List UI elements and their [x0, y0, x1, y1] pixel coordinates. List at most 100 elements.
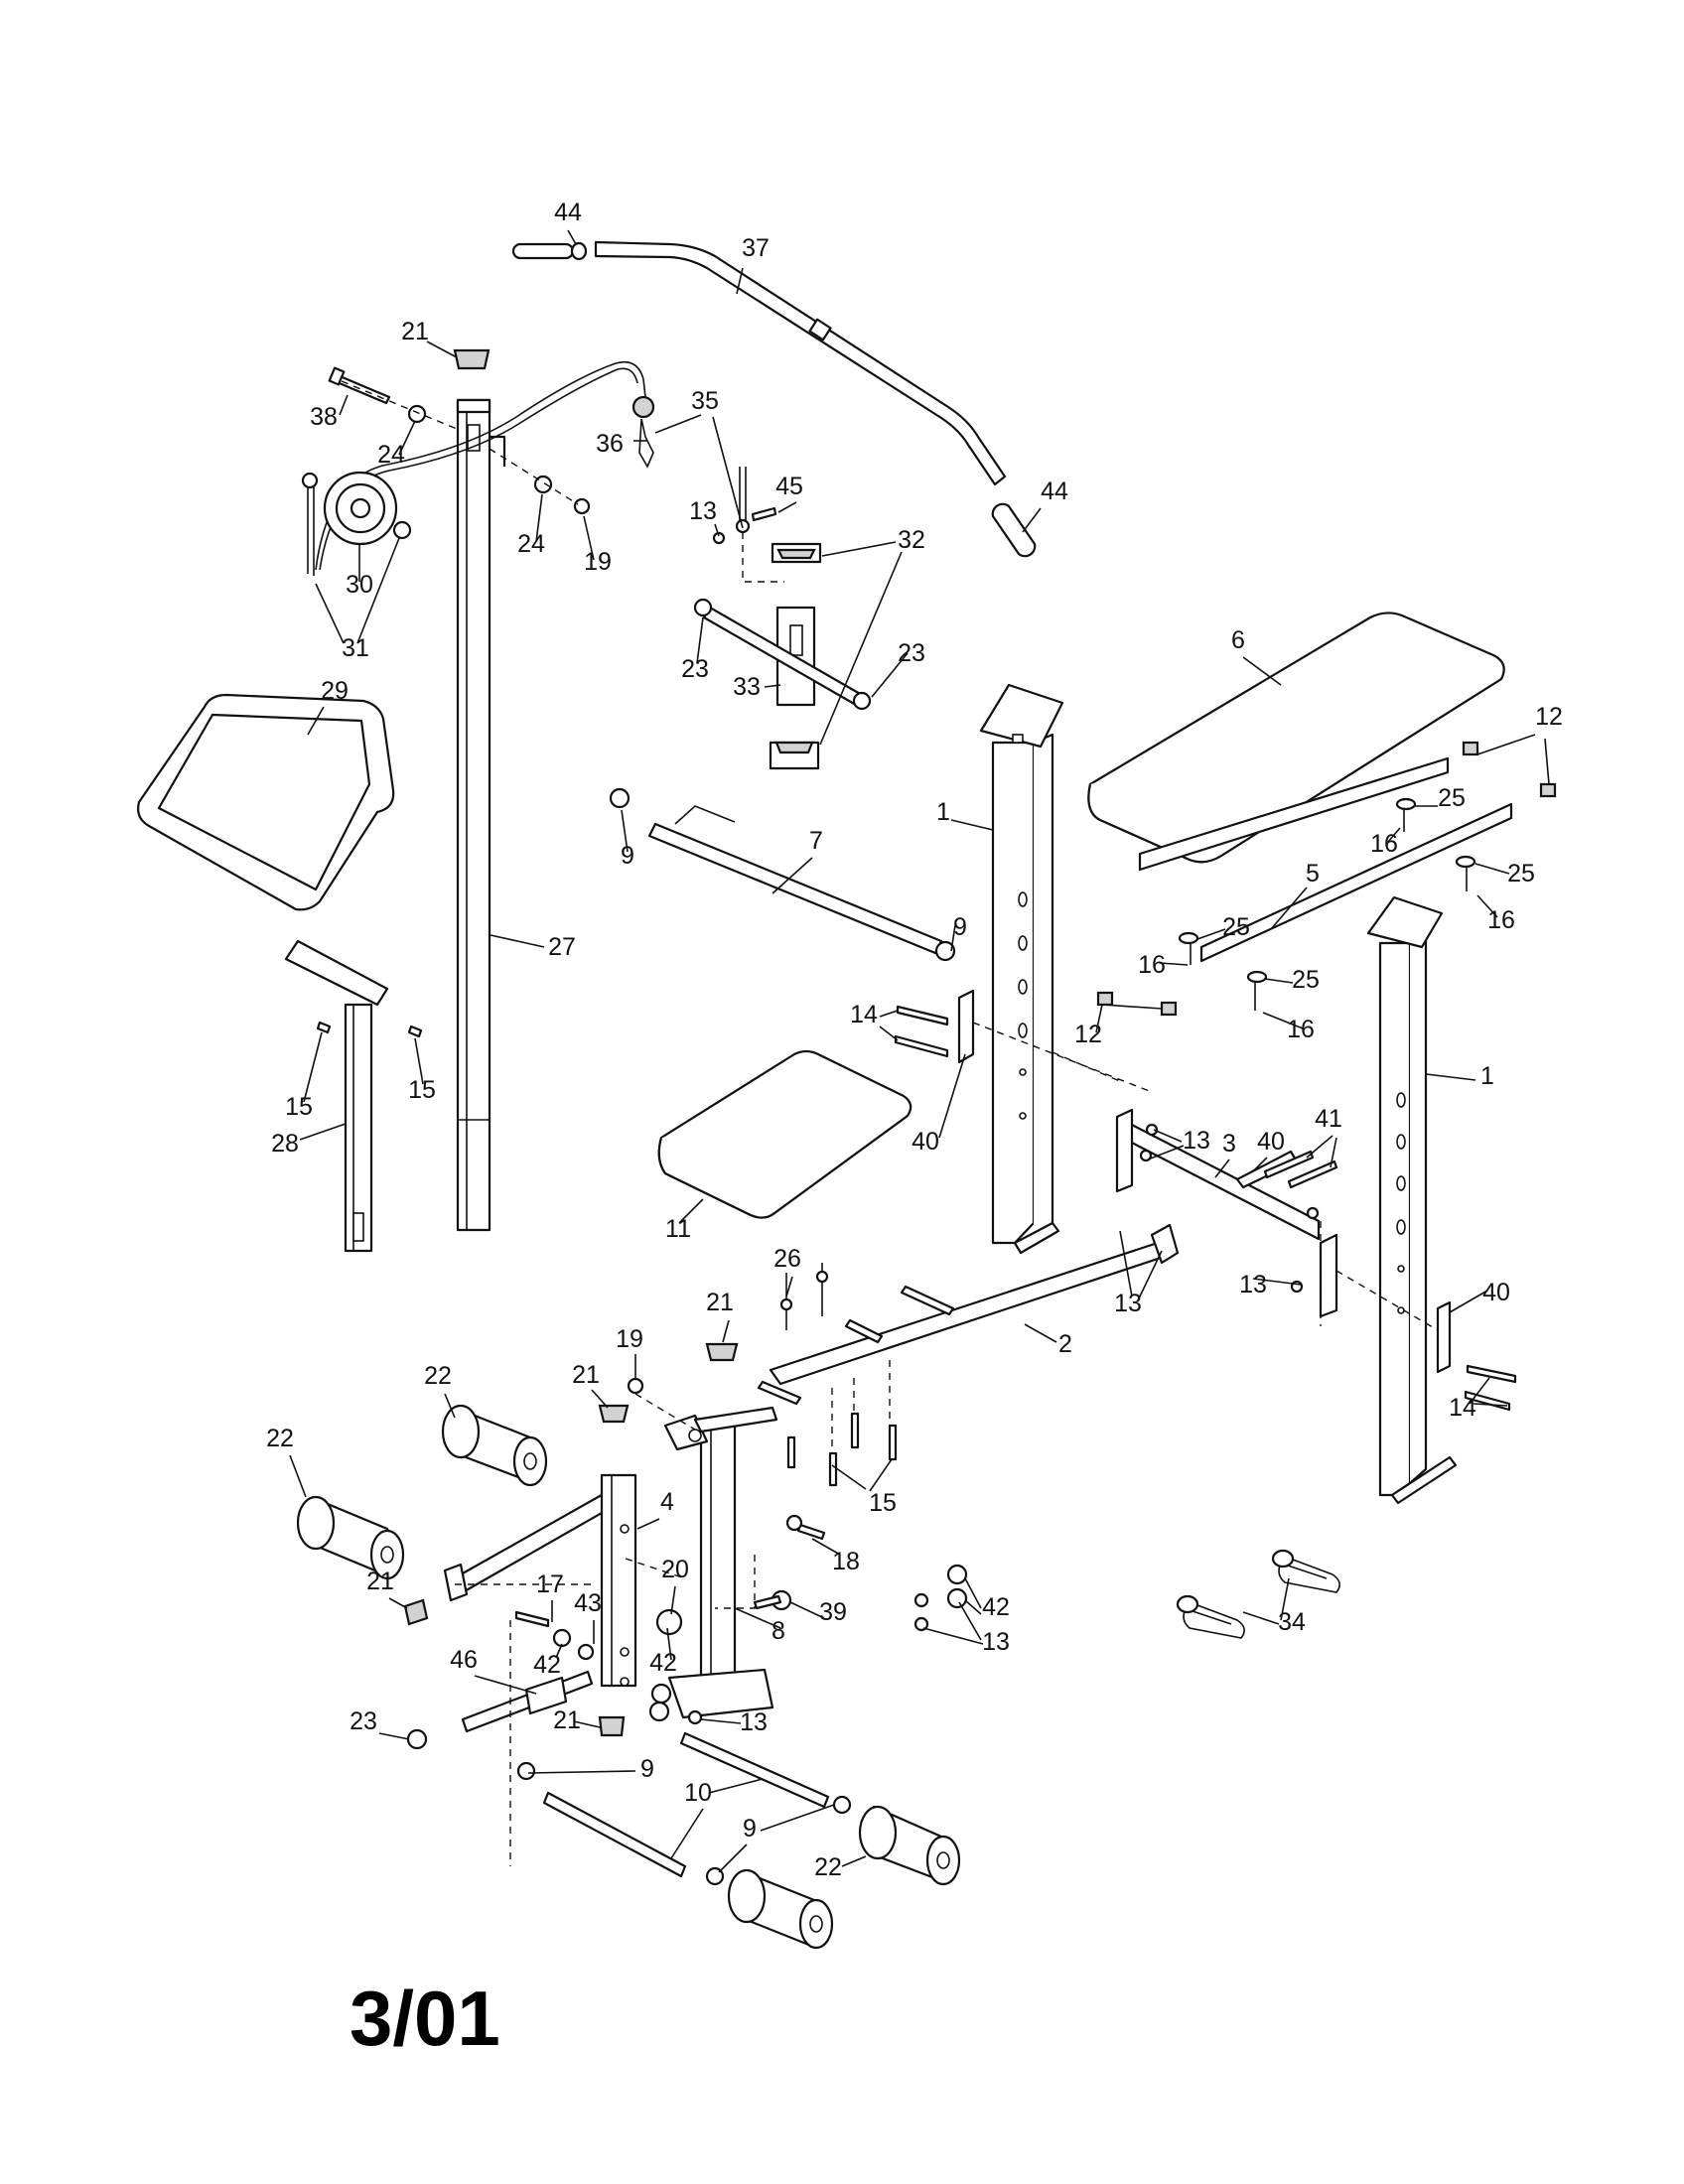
callout-c41: 41: [1315, 1105, 1342, 1133]
callout-c19b: 19: [616, 1325, 643, 1353]
callout-c30: 30: [346, 571, 373, 599]
callout-c18: 18: [832, 1548, 860, 1575]
callout-c26: 26: [773, 1245, 801, 1273]
callout-c16b: 16: [1487, 906, 1515, 934]
callout-c40b: 40: [1257, 1128, 1285, 1156]
nut-19a: [573, 497, 591, 515]
callout-c33: 33: [733, 673, 761, 701]
callout-c11: 11: [665, 1215, 691, 1243]
upright-1-center: [979, 683, 1064, 1255]
callout-c12a: 12: [1535, 703, 1563, 731]
callout-c8: 8: [772, 1617, 785, 1645]
washer-24a: [407, 404, 427, 424]
dash-right: [1335, 1270, 1439, 1331]
rollers-22: [296, 1404, 961, 1950]
callout-c38: 38: [310, 403, 338, 431]
callout-c42c: 42: [649, 1649, 677, 1677]
callout-c42a: 42: [982, 1593, 1010, 1621]
lat-bar: [594, 240, 1007, 486]
callout-c46: 46: [450, 1646, 478, 1674]
callout-c34: 34: [1278, 1608, 1306, 1636]
callout-c7: 7: [809, 827, 823, 855]
date-code: 3/01: [350, 1975, 500, 2062]
callout-c4: 4: [660, 1488, 674, 1516]
pad-29: [137, 693, 395, 911]
callout-c21b: 21: [706, 1289, 734, 1316]
post-8: [663, 1406, 778, 1719]
callout-c25b: 25: [1507, 860, 1535, 887]
callout-c13c: 13: [1114, 1290, 1142, 1317]
callout-c13d: 13: [1239, 1271, 1267, 1298]
rods-10: [516, 1731, 852, 1886]
bolts-15-beam: [786, 1412, 898, 1487]
callout-c25d: 25: [1292, 966, 1320, 994]
dash-pulley: [341, 380, 579, 505]
callout-c21e: 21: [553, 1706, 581, 1734]
callout-c14b: 14: [1449, 1394, 1476, 1422]
callout-c13e: 13: [982, 1628, 1010, 1656]
callout-c36: 36: [596, 430, 624, 458]
callout-c15a: 15: [285, 1093, 313, 1121]
callout-c35: 35: [691, 387, 719, 415]
callout-c25a: 25: [1438, 784, 1466, 812]
leader-lines: [289, 229, 1550, 1873]
callout-c45: 45: [775, 473, 803, 500]
callout-c25c: 25: [1222, 913, 1250, 941]
callout-c5: 5: [1306, 860, 1320, 887]
washer-24b: [533, 475, 553, 494]
crossbar-3: [1115, 1108, 1338, 1318]
callout-c22b: 22: [266, 1425, 294, 1452]
callout-c13f: 13: [740, 1708, 768, 1736]
caps-21-legs: [403, 1342, 739, 1737]
callout-c3: 3: [1222, 1130, 1236, 1158]
callout-c44b: 44: [1041, 478, 1068, 505]
callout-c9d: 9: [743, 1815, 757, 1843]
callout-c24a: 24: [377, 441, 405, 469]
callout-c9a: 9: [621, 842, 634, 870]
callout-c31: 31: [342, 634, 369, 662]
callout-c21d: 21: [366, 1568, 394, 1595]
callout-c19a: 19: [584, 548, 612, 576]
rod-7: [609, 787, 956, 962]
callout-c9b: 9: [953, 913, 967, 941]
pad-11: [657, 1049, 912, 1219]
bolt-38: [328, 366, 391, 405]
callout-c16c: 16: [1138, 951, 1166, 979]
callout-c40a: 40: [912, 1128, 939, 1156]
callout-c13a: 13: [689, 497, 717, 525]
callout-c43: 43: [574, 1589, 602, 1617]
callout-c22a: 22: [424, 1362, 452, 1390]
shaft-46: [406, 1670, 594, 1750]
seat-rails-5: [1096, 741, 1557, 1017]
callout-c40c: 40: [1482, 1279, 1510, 1306]
callout-c17: 17: [536, 1570, 564, 1598]
callout-c1b: 1: [1480, 1062, 1494, 1090]
callout-c32: 32: [898, 526, 925, 554]
callout-c12b: 12: [1074, 1021, 1102, 1048]
arm-4: [443, 1473, 637, 1688]
callout-c23b: 23: [898, 639, 925, 667]
callout-c28: 28: [271, 1130, 299, 1158]
cap-21-top: [453, 348, 491, 370]
callout-c23c: 23: [350, 1707, 377, 1735]
callout-c14a: 14: [850, 1001, 878, 1028]
callout-c16d: 16: [1287, 1016, 1315, 1043]
callout-c2: 2: [1058, 1330, 1072, 1358]
callout-c9c: 9: [640, 1755, 654, 1783]
upright-1-right: [1366, 895, 1458, 1505]
callout-c39: 39: [819, 1598, 847, 1626]
post-28: [284, 939, 423, 1253]
callout-c21c: 21: [572, 1361, 600, 1389]
callout-c24b: 24: [517, 530, 545, 558]
callout-c10: 10: [684, 1779, 712, 1807]
callout-c15c: 15: [869, 1489, 897, 1517]
callout-c1a: 1: [936, 798, 950, 826]
grip-left: [511, 241, 588, 261]
callout-c16a: 16: [1370, 830, 1398, 858]
carriage-33: [693, 467, 872, 770]
callout-c29: 29: [321, 677, 349, 705]
callout-c42b: 42: [533, 1651, 561, 1679]
pulley-30: [301, 471, 412, 576]
